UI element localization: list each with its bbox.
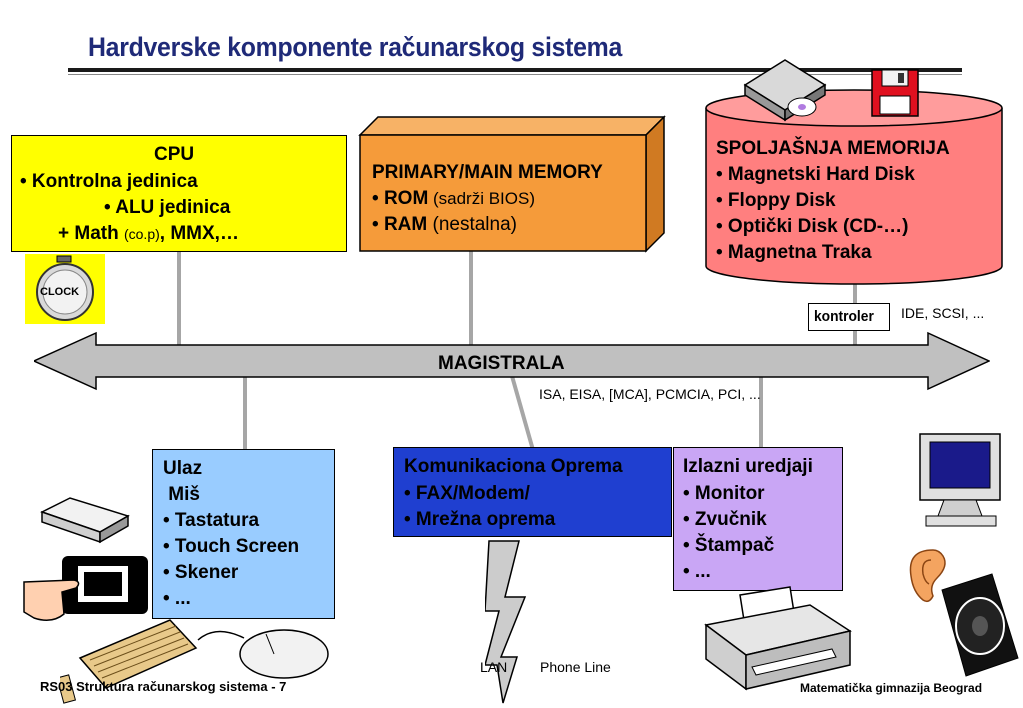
- cpu-math-note: (co.p): [123, 226, 160, 242]
- rom-note: (sadrži BIOS): [428, 189, 536, 208]
- footer-left: RS03 Struktura računarskog sistema - 7: [40, 679, 287, 694]
- input-item-touch: • Touch Screen: [163, 536, 300, 557]
- controller-note: IDE, SCSI, ...: [901, 305, 985, 321]
- output-box: Izlazni uredjaji • Monitor • Zvučnik • Š…: [673, 447, 843, 591]
- bus-note: ISA, EISA, [MCA], PCMCIA, PCI, ...: [539, 386, 761, 402]
- floppy-disk-icon: [871, 69, 919, 117]
- comm-item-fax: • FAX/Modem/: [404, 483, 530, 504]
- phone-line-label: Phone Line: [540, 659, 611, 675]
- cpu-item-alu: • ALU jedinica: [104, 197, 231, 218]
- output-item-monitor: • Monitor: [683, 483, 765, 504]
- clock-label: CLOCK: [40, 286, 80, 298]
- cpu-box: CPU • Kontrolna jedinica • ALU jedinica …: [11, 135, 347, 252]
- cpu-heading: CPU: [154, 144, 195, 165]
- lan-label: LAN: [480, 659, 508, 675]
- output-connector: [759, 376, 763, 448]
- memory-item-rom: • ROM (sadrži BIOS): [372, 186, 535, 212]
- cpu-item-math: + Math (co.p), MMX,…: [58, 221, 239, 247]
- touch-screen-icon: [23, 556, 148, 621]
- rom-label: ROM: [383, 188, 429, 209]
- page-title: Hardverske komponente računarskog sistem…: [88, 32, 623, 62]
- output-item-more: • ...: [683, 561, 711, 582]
- memory-heading: PRIMARY/MAIN MEMORY: [372, 162, 603, 183]
- output-item-speaker: • Zvučnik: [683, 509, 767, 530]
- external-item-floppy: • Floppy Disk: [716, 190, 836, 211]
- input-item-mouse: Miš: [163, 484, 200, 505]
- lightning-icon: [485, 540, 527, 704]
- external-item-hdd: • Magnetski Hard Disk: [716, 164, 915, 185]
- comm-item-network: • Mrežna oprema: [404, 509, 556, 530]
- disk-drive-icon: [40, 497, 130, 544]
- input-item-more: • ...: [163, 588, 191, 609]
- printer-icon: [704, 586, 852, 691]
- external-item-tape: • Magnetna Traka: [716, 242, 872, 263]
- cpu-item-control: • Kontrolna jedinica: [20, 171, 198, 192]
- output-item-printer: • Štampač: [683, 535, 775, 556]
- footer-right: Matematička gimnazija Beograd: [800, 681, 983, 695]
- cpu-connector: [177, 252, 181, 352]
- title-underline-thin: [68, 74, 962, 75]
- cpu-math-rest: , MMX,…: [159, 223, 239, 244]
- monitor-icon: [919, 433, 1001, 527]
- input-item-scanner: • Skener: [163, 562, 239, 583]
- input-box: Ulaz Miš • Tastatura • Touch Screen • Sk…: [152, 449, 335, 619]
- rom-bullet: •: [372, 188, 384, 209]
- cpu-math-label: + Math: [58, 223, 124, 244]
- ram-bullet: •: [372, 214, 384, 235]
- ear-icon: [909, 549, 946, 603]
- comm-box: Komunikaciona Oprema • FAX/Modem/ • Mrež…: [393, 447, 672, 537]
- controller-label: kontroler: [814, 308, 874, 325]
- bus-label: MAGISTRALA: [438, 353, 565, 374]
- comm-heading: Komunikaciona Oprema: [404, 456, 623, 477]
- cd-drive-icon: [743, 59, 827, 122]
- keyboard-icon: [60, 619, 198, 704]
- input-connector: [243, 376, 247, 450]
- memory-item-ram: • RAM (nestalna): [372, 212, 517, 238]
- speaker-icon: [941, 573, 1019, 677]
- title-underline: [68, 68, 962, 72]
- external-item-optical: • Optički Disk (CD-…): [716, 216, 909, 237]
- clock-icon: CLOCK: [25, 254, 105, 324]
- memory-box-3d: [358, 115, 666, 253]
- ram-label: RAM: [383, 214, 428, 235]
- output-heading: Izlazni uredjaji: [683, 456, 813, 477]
- bus-arrow: [34, 331, 990, 391]
- memory-connector: [469, 248, 473, 350]
- controller-box: kontroler: [808, 303, 890, 331]
- input-heading: Ulaz: [163, 458, 203, 479]
- mouse-icon: [197, 629, 329, 679]
- external-heading: SPOLJAŠNJA MEMORIJA: [716, 138, 950, 159]
- input-item-keyboard: • Tastatura: [163, 510, 260, 531]
- ram-note: (nestalna): [427, 214, 517, 235]
